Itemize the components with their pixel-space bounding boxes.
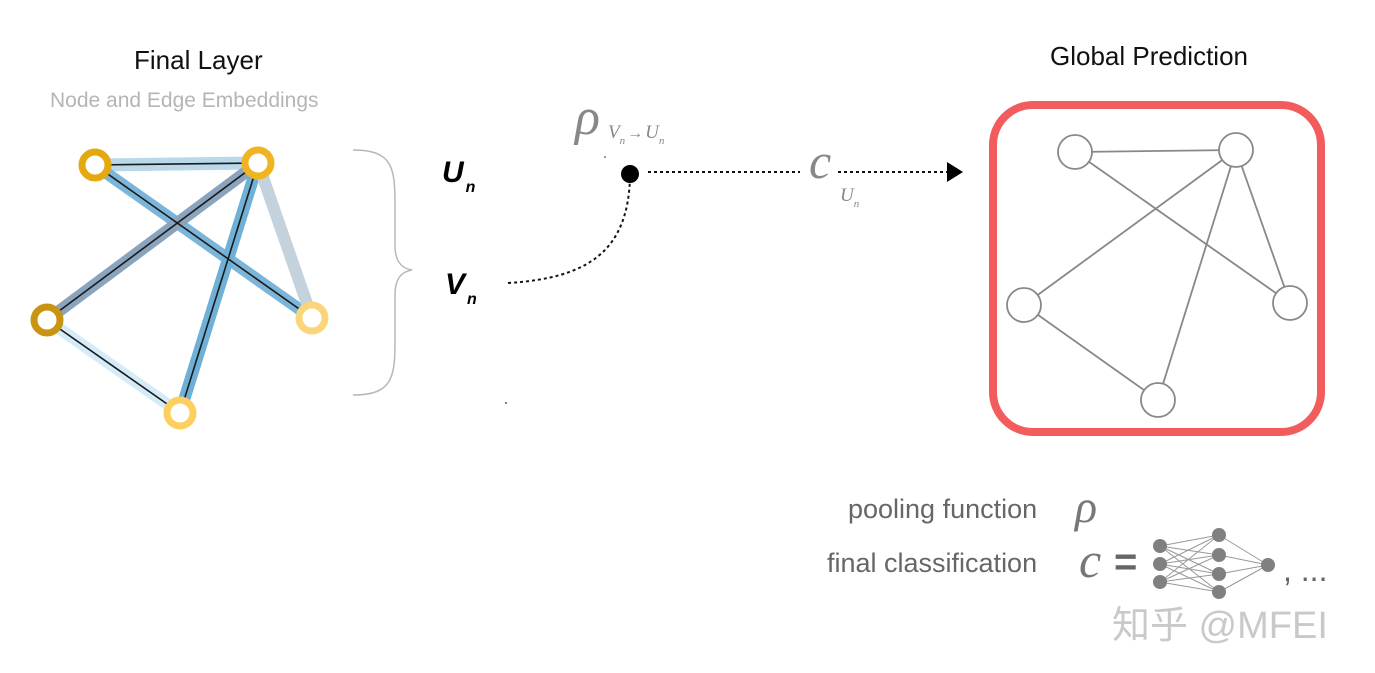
pooling-sub-left: V xyxy=(608,122,620,143)
nn-in-1 xyxy=(1153,539,1167,553)
global-frame xyxy=(989,101,1325,436)
edge-diag1 xyxy=(94,164,313,319)
nn-hid-1 xyxy=(1212,528,1226,542)
g-edge-5 xyxy=(1235,149,1291,304)
tiny-dot-a xyxy=(604,156,606,158)
legend-classification-symbol: c xyxy=(1079,532,1102,588)
v-var: V xyxy=(445,268,466,301)
nn-out xyxy=(1261,558,1275,572)
nn-in-2 xyxy=(1153,557,1167,571)
legend-ellipsis: , ... xyxy=(1283,552,1328,588)
neural-net-icon xyxy=(1159,534,1269,593)
pooling-point xyxy=(621,165,639,183)
pooling-sub-right-sub: n xyxy=(658,135,665,147)
edge-long xyxy=(179,162,259,414)
g-node-top-right xyxy=(1218,132,1254,168)
arrowhead xyxy=(947,162,963,182)
legend-equals: = xyxy=(1114,540,1138,584)
edge-diag2 xyxy=(46,162,259,321)
pooling-arrow: → xyxy=(627,125,644,142)
classifier-subscript: Un xyxy=(840,185,860,210)
legend-pooling-symbol: ρ xyxy=(1075,481,1098,532)
edge-bg-right xyxy=(252,157,318,324)
g-edge-4 xyxy=(1157,149,1237,401)
u-sub: n xyxy=(465,179,476,196)
nn-hid-3 xyxy=(1212,567,1226,581)
g-edge-2 xyxy=(1074,151,1291,304)
g-node-right xyxy=(1272,285,1308,321)
g-edge-3 xyxy=(1023,149,1237,306)
node-right xyxy=(295,301,329,335)
pooling-rho: ρ xyxy=(575,89,600,146)
node-bottom xyxy=(163,396,197,430)
edge-top xyxy=(94,162,259,166)
tiny-dot-b xyxy=(505,402,507,404)
g-node-top-left xyxy=(1057,134,1093,170)
nn-in-3 xyxy=(1153,575,1167,589)
node-top-left xyxy=(78,148,112,182)
legend-pooling-label: pooling function xyxy=(848,494,1038,524)
pooling-sub-right: U xyxy=(645,122,659,143)
pooling-subscript: Vn→Un xyxy=(608,122,665,147)
classifier-c: c xyxy=(809,133,832,189)
classifier-sub-sub: n xyxy=(853,198,860,210)
g-node-bottom xyxy=(1140,382,1176,418)
pooling-curve xyxy=(507,176,631,284)
g-edge-6 xyxy=(1023,304,1159,401)
nn-hid-2 xyxy=(1212,548,1226,562)
pooling-sub-left-sub: n xyxy=(619,135,626,147)
v-sub: n xyxy=(467,291,477,308)
final-layer-subtitle: Node and Edge Embeddings xyxy=(50,89,319,112)
g-edge-1 xyxy=(1074,149,1237,153)
final-layer-title: Final Layer xyxy=(134,45,263,75)
node-top-right xyxy=(241,146,275,180)
edge-bottom xyxy=(46,319,181,414)
u-var: U xyxy=(442,156,464,189)
node-left xyxy=(30,303,64,337)
nn-hid-4 xyxy=(1212,585,1226,599)
legend-classification-label: final classification xyxy=(827,548,1038,578)
global-prediction-title: Global Prediction xyxy=(1050,41,1248,71)
classifier-sub: U xyxy=(840,185,854,206)
curly-brace xyxy=(352,149,413,396)
g-node-left xyxy=(1006,287,1042,323)
watermark: 知乎 @MFEI xyxy=(1112,605,1328,647)
